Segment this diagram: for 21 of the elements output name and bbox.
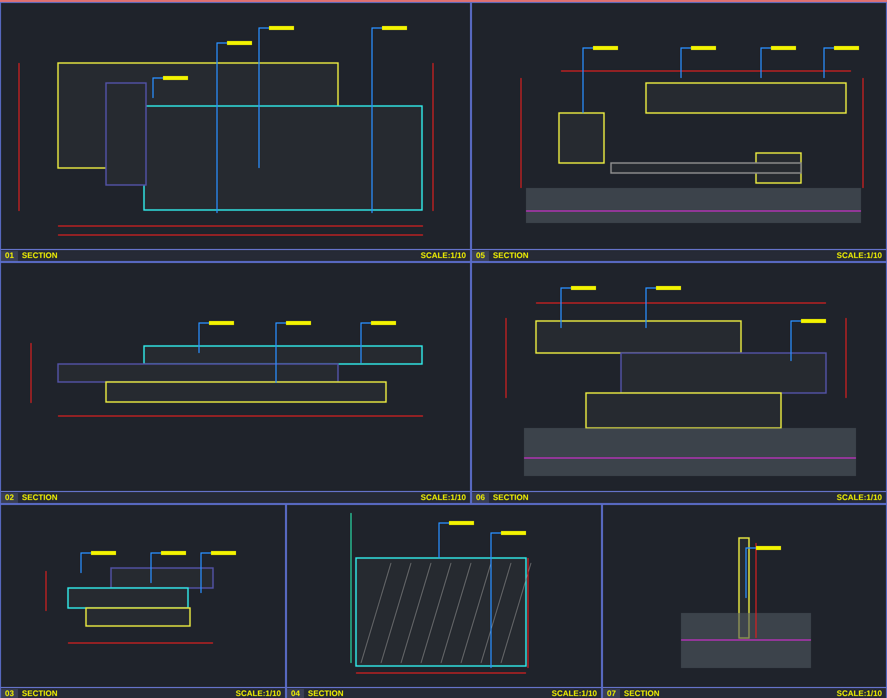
section-label: SECTION <box>20 250 58 260</box>
scale-label: SCALE:1/10 <box>234 688 282 698</box>
scale-label: SCALE:1/10 <box>420 250 467 260</box>
section-label: SECTION <box>306 688 344 698</box>
panel-number: 03 <box>1 688 18 698</box>
scale-label: SCALE:1/10 <box>420 492 467 502</box>
panel-number: 06 <box>472 492 489 502</box>
panel-number: 07 <box>603 688 620 698</box>
panel-number: 04 <box>287 688 304 698</box>
scale-label: SCALE:1/10 <box>836 250 883 260</box>
panel-number: 02 <box>1 492 18 502</box>
section-label: SECTION <box>492 250 530 260</box>
scale-label: SCALE:1/10 <box>550 688 598 698</box>
section-label: SECTION <box>622 688 660 698</box>
section-label: SECTION <box>492 492 530 502</box>
panel-number: 01 <box>1 250 18 260</box>
scale-label: SCALE:1/10 <box>836 492 883 502</box>
section-label: SECTION <box>20 492 58 502</box>
panel-number: 05 <box>472 250 489 260</box>
scale-label: SCALE:1/10 <box>836 688 883 698</box>
section-label: SECTION <box>20 688 58 698</box>
